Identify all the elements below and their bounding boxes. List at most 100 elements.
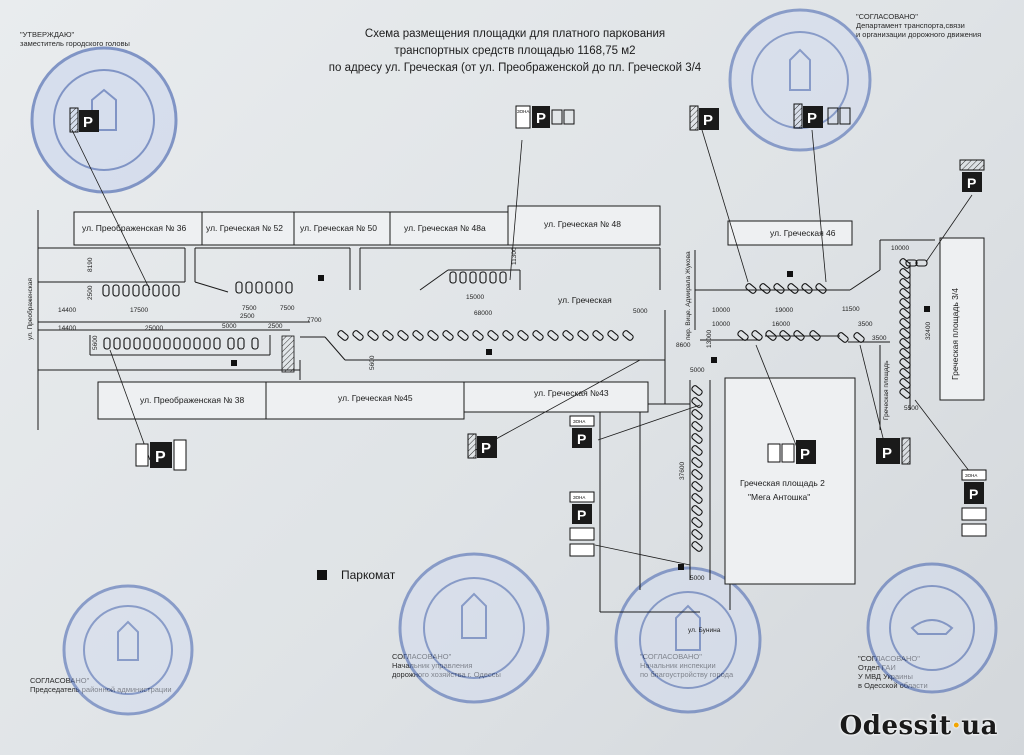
building-grecheskaya-48 xyxy=(507,205,661,246)
approval-role: Департамент транспорта,связи xyxy=(856,21,965,30)
dim-11500: 11500 xyxy=(842,306,860,313)
dim-8600: 8600 xyxy=(676,342,691,349)
watermark-logo: Odessit·ua xyxy=(840,711,998,741)
parking-row-grecheskaya-ploshchad-34 xyxy=(898,257,928,400)
label-bunina: ул. Бунина xyxy=(688,627,721,634)
dim-2500-b: 2500 xyxy=(268,323,283,330)
legend: Паркомат xyxy=(317,568,395,582)
dim-16000: 16000 xyxy=(772,321,790,328)
sign-p: P xyxy=(536,110,546,127)
approval-role: и организации дорожного движения xyxy=(856,30,982,39)
sign-p: P xyxy=(969,486,978,502)
building-grecheskaya-ploshchad-34 xyxy=(939,237,985,401)
dim-10000-b: 10000 xyxy=(712,321,730,328)
parking-sign: P xyxy=(689,105,719,131)
parking-row-grecheskaya-46 xyxy=(744,282,828,295)
parking-sign: ЗОНА P xyxy=(569,415,595,448)
dim-13000: 13000 xyxy=(706,330,713,348)
watermark-name: Odessit xyxy=(839,711,952,741)
parking-sign: P xyxy=(767,440,816,464)
parking-sign: P xyxy=(467,433,497,459)
building-grecheskaya-48a xyxy=(389,211,509,246)
label-grecheskaya-50: ул. Греческая № 50 xyxy=(300,223,377,233)
parking-row-preobrazhenskaya-south xyxy=(103,337,259,350)
label-admirala-zhukova: пер. Вице. Адмирала Жукова xyxy=(685,251,692,340)
sign-zona: ЗОНА xyxy=(573,419,585,424)
stamp-top-left xyxy=(30,46,178,194)
sign-p: P xyxy=(967,175,976,191)
approval-label: "СОГЛАСОВАНО" xyxy=(856,12,918,21)
parking-meter-icon xyxy=(486,349,492,355)
stamp-bottom-3 xyxy=(614,566,762,714)
sign-p: P xyxy=(83,114,93,131)
parking-row-grecheskaya-52 xyxy=(235,281,293,294)
dim-5000-b: 5000 xyxy=(633,308,648,315)
approval-label: СОГЛАСОВАНО" xyxy=(30,676,90,685)
label-mega-antoshka: "Мега Антошка" xyxy=(748,492,810,502)
dim-3500-b: 3500 xyxy=(872,335,887,342)
building-grecheskaya-46 xyxy=(727,220,853,246)
label-grecheskaya-46: ул. Греческая 46 xyxy=(770,228,836,238)
dim-15000: 15000 xyxy=(466,294,484,301)
dim-5000-a: 5000 xyxy=(222,323,237,330)
label-preobrazhenskaya-36: ул. Преображенская № 36 xyxy=(82,223,187,233)
dim-10000-c: 10000 xyxy=(891,245,909,252)
label-grecheskaya-ploshchad-2: Греческая площадь 2 xyxy=(740,478,825,488)
parking-row-grecheskaya-diagonal xyxy=(336,329,635,342)
stamp-top-right xyxy=(728,8,872,152)
dim-3500: 3500 xyxy=(858,321,873,328)
dim-17500: 17500 xyxy=(130,307,148,314)
sign-p: P xyxy=(481,440,491,457)
parking-sign: P xyxy=(959,159,985,192)
parking-sign: P xyxy=(69,107,99,133)
label-preobrazhenskaya-side: ул. Преображенская xyxy=(26,278,34,340)
legend-label: Паркомат xyxy=(341,568,396,582)
dim-5600: 5600 xyxy=(92,335,99,350)
title-line-1: Схема размещения площадки для платного п… xyxy=(364,28,666,40)
dim-5000-c: 5000 xyxy=(690,367,705,374)
parking-meter-icon xyxy=(317,570,327,580)
parking-row-grecheskaya-48a xyxy=(449,271,507,284)
label-grecheskaya-side: Греческая площадь xyxy=(883,360,890,420)
stamp-bottom-4 xyxy=(866,562,998,694)
building-grecheskaya-43 xyxy=(463,381,649,413)
parking-sign: ЗОНА P xyxy=(569,491,595,557)
map-title: Схема размещения площадки для платного п… xyxy=(280,26,750,77)
approval-role: Отдел ГАИ xyxy=(858,663,896,672)
label-grecheskaya-45: ул. Греческая №45 xyxy=(338,393,413,403)
building-grecheskaya-ploshchad-2 xyxy=(724,377,856,585)
dim-7700: 7700 xyxy=(307,317,322,324)
parking-sign: ЗОНА P xyxy=(961,469,987,537)
dim-14400-a: 14400 xyxy=(58,307,76,314)
dim-8190: 8190 xyxy=(87,257,94,272)
parking-sign: ЗОНА P xyxy=(515,105,575,129)
dim-5000-d: 5000 xyxy=(690,575,705,582)
parking-sign: P xyxy=(876,437,911,465)
sign-p: P xyxy=(577,507,586,523)
label-grecheskaya-48: ул. Греческая № 48 xyxy=(544,219,621,229)
watermark-sep: · xyxy=(951,711,962,741)
dim-11300: 11300 xyxy=(511,247,518,265)
dim-37600: 37600 xyxy=(679,462,686,480)
parking-meters xyxy=(231,271,930,570)
sign-p: P xyxy=(800,446,810,463)
parking-meter-icon xyxy=(678,564,684,570)
sign-zona: ЗОНА xyxy=(517,109,529,114)
sign-zona: ЗОНА xyxy=(573,495,585,500)
dim-68000: 68000 xyxy=(474,310,492,317)
dim-7500-a: 7500 xyxy=(242,305,257,312)
sign-zona: ЗОНА xyxy=(965,473,977,478)
sign-p: P xyxy=(155,449,166,466)
watermark-tld: ua xyxy=(961,711,998,741)
parking-meter-icon xyxy=(231,360,237,366)
approval-top-right: "СОГЛАСОВАНО" Департамент транспорта,свя… xyxy=(856,12,981,39)
parking-meter-icon xyxy=(318,275,324,281)
label-grecheskaya-52: ул. Греческая № 52 xyxy=(206,223,283,233)
sign-p: P xyxy=(882,445,892,462)
dim-5500: 5500 xyxy=(904,405,919,412)
dim-5600-b: 5600 xyxy=(369,355,376,370)
approval-role: заместитель городского головы xyxy=(20,39,130,48)
label-grecheskaya-ploshchad-34: Греческая площадь 3/4 xyxy=(950,288,960,380)
dim-14400-b: 14400 xyxy=(58,325,76,332)
